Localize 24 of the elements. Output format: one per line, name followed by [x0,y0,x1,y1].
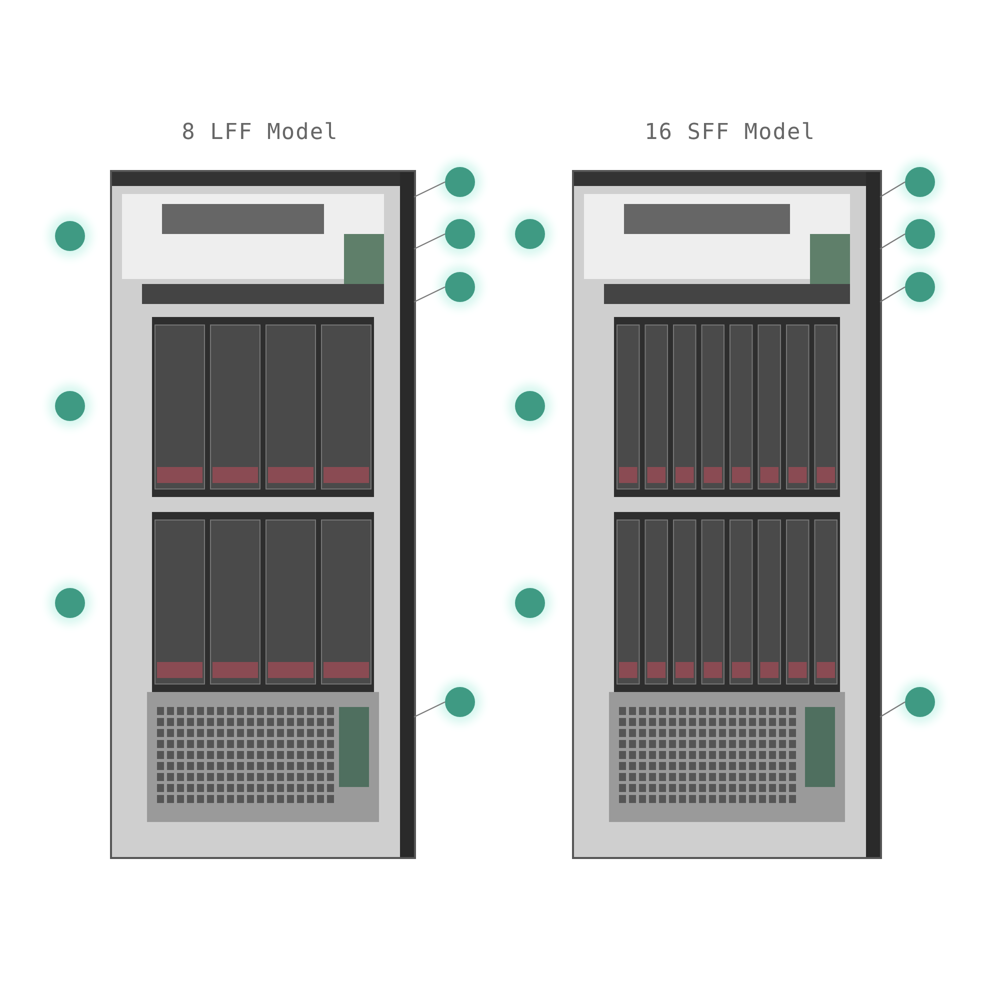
callout-marker [905,219,935,249]
callout-marker [445,167,475,197]
callout-marker [445,687,475,717]
callout-marker [55,221,85,251]
leader-line [414,701,446,718]
callout-marker [445,219,475,249]
callout-marker [515,391,545,421]
callout-marker [515,588,545,618]
leader-line [880,701,906,718]
leader-line [414,233,446,250]
leader-line [880,286,906,303]
callout-marker [905,687,935,717]
callout-marker [55,391,85,421]
callout-marker [515,219,545,249]
leader-line [880,233,906,250]
leader-line [880,181,906,198]
model-title: 8 LFF Model [180,120,340,145]
callout-marker [905,167,935,197]
leader-line [414,286,446,303]
callout-marker [445,272,475,302]
callout-marker [905,272,935,302]
callout-marker [55,588,85,618]
leader-line [414,181,446,198]
model-title: 16 SFF Model [644,120,816,145]
